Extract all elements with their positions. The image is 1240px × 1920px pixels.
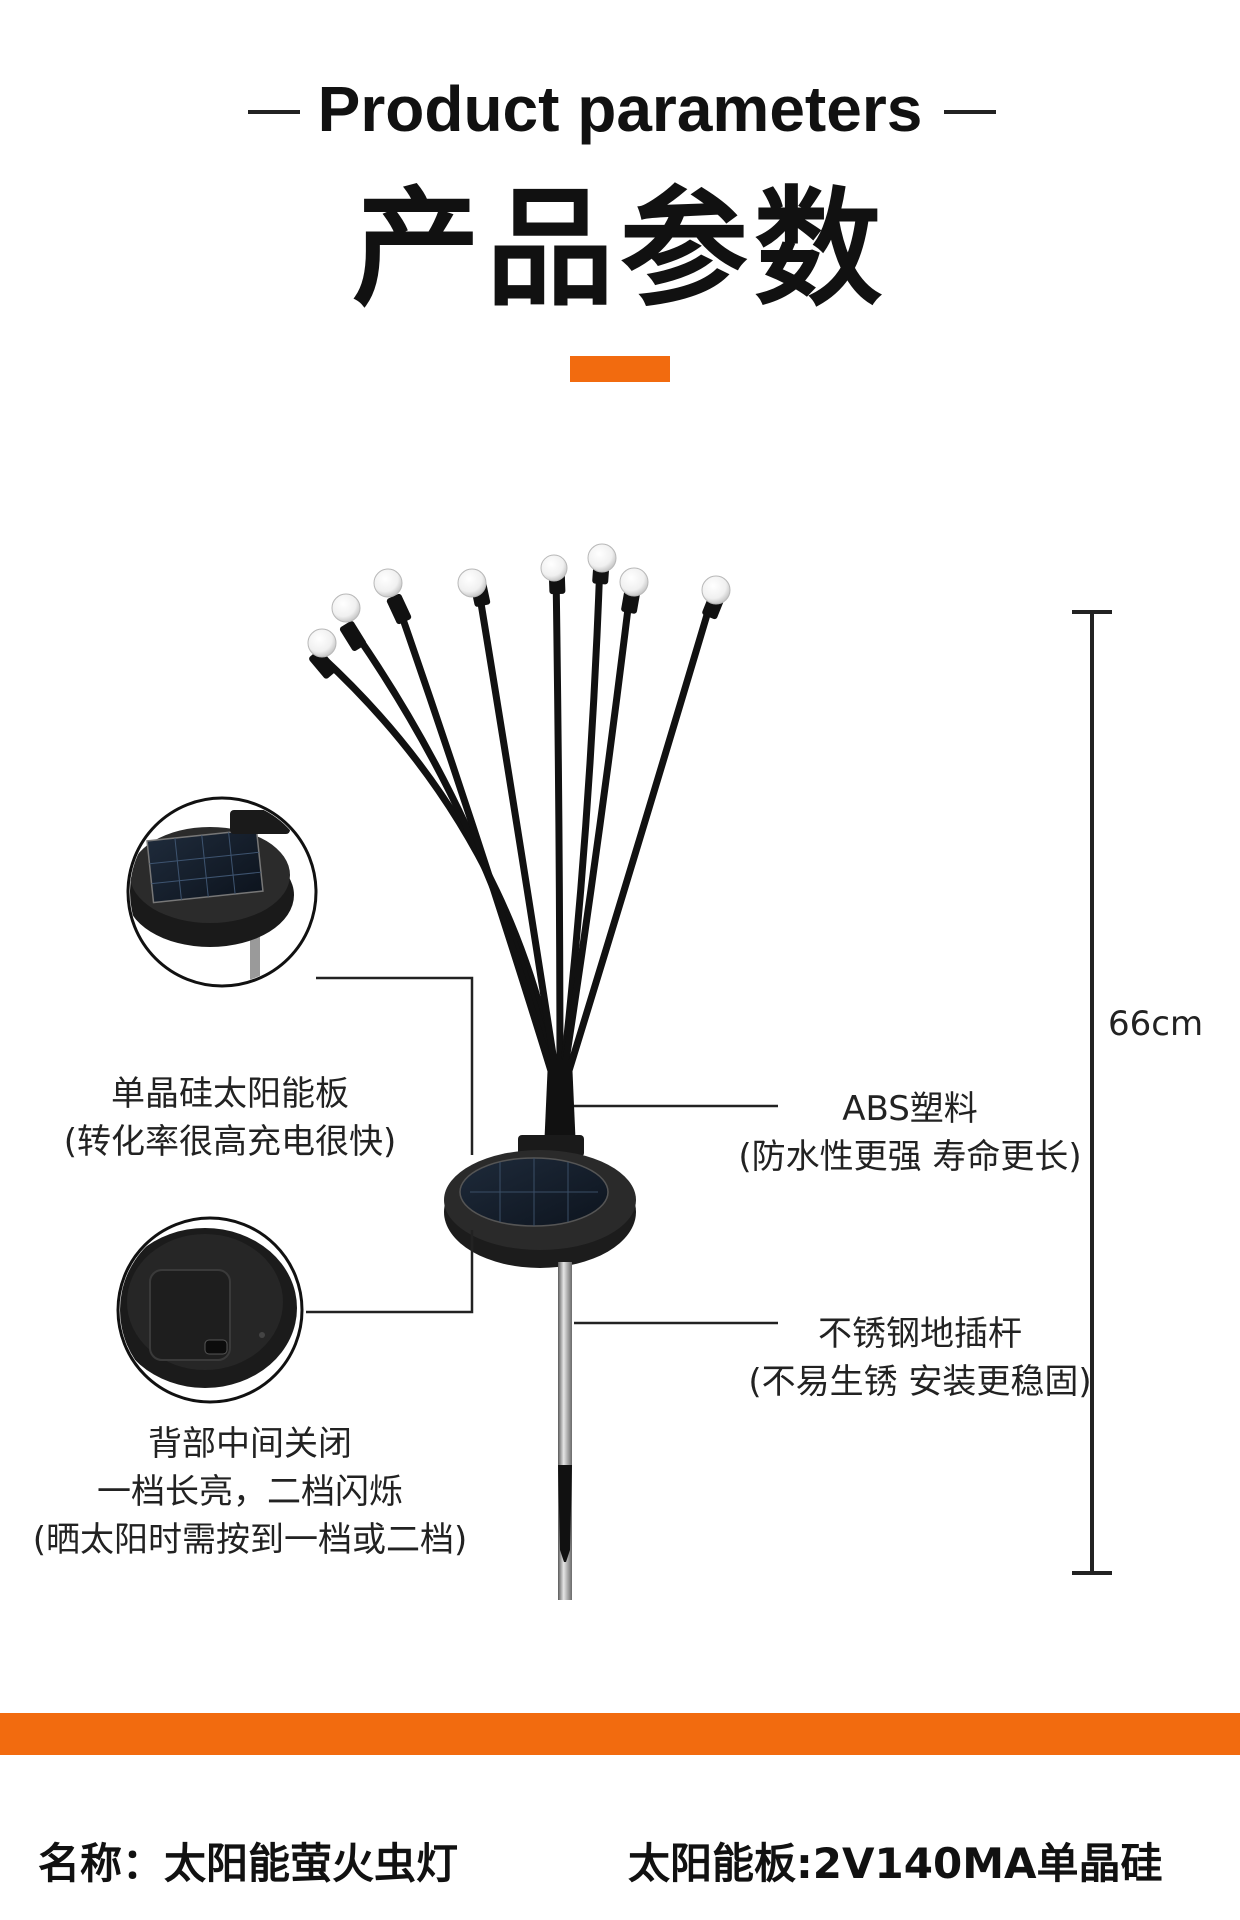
height-label: 66cm xyxy=(1108,1004,1204,1044)
height-dimension xyxy=(1072,610,1112,1575)
spec-product-name: 名称：太阳能萤火虫灯 xyxy=(38,1839,459,1888)
callout-rod-line1: 不锈钢地插杆 xyxy=(818,1314,1022,1354)
callout-switch: 背部中间关闭 一档长亮，二档闪烁 (晒太阳时需按到一档或二档) xyxy=(10,1420,490,1564)
callout-rod-line2: (不易生锈 安装更稳固) xyxy=(748,1362,1092,1402)
inset-solar-panel xyxy=(126,796,318,988)
title-dash-left xyxy=(248,110,300,114)
bulbs xyxy=(307,543,731,658)
callout-abs: ABS塑料 (防水性更强 寿命更长) xyxy=(700,1085,1120,1181)
spec-solar-panel: 太阳能板:2V140MA单晶硅 xyxy=(628,1839,1163,1888)
callout-switch-line1: 背部中间关闭 xyxy=(148,1424,352,1464)
product-illustration xyxy=(116,543,1112,1600)
orange-divider-band xyxy=(0,1713,1240,1755)
title-dash-right xyxy=(944,110,996,114)
stems xyxy=(318,558,716,1104)
callout-solar-panel-line1: 单晶硅太阳能板 xyxy=(111,1074,349,1114)
callout-abs-line1: ABS塑料 xyxy=(842,1089,978,1129)
callout-solar-panel: 单晶硅太阳能板 (转化率很高充电很快) xyxy=(40,1070,420,1166)
stem-collar xyxy=(544,1060,576,1150)
callout-rod: 不锈钢地插杆 (不易生锈 安装更稳固) xyxy=(710,1310,1130,1406)
header-section: Product parameters 产品参数 xyxy=(0,0,1240,400)
callout-switch-line2: 一档长亮，二档闪烁 xyxy=(97,1472,403,1512)
leader-lines xyxy=(306,976,778,1325)
title-accent-bar xyxy=(570,356,670,382)
spec-row: 名称：太阳能萤火虫灯 太阳能板:2V140MA单晶硅 xyxy=(0,1820,1240,1900)
callout-switch-line3: (晒太阳时需按到一档或二档) xyxy=(32,1520,468,1560)
title-english: Product parameters xyxy=(317,73,923,145)
callout-abs-line2: (防水性更强 寿命更长) xyxy=(738,1137,1082,1177)
stake-tip xyxy=(558,1465,572,1562)
solar-housing xyxy=(444,1135,636,1268)
inset-back-switch xyxy=(116,1216,304,1404)
callout-solar-panel-line2: (转化率很高充电很快) xyxy=(63,1122,397,1162)
product-diagram: 单晶硅太阳能板 (转化率很高充电很快) ABS塑料 (防水性更强 寿命更长) 不… xyxy=(0,540,1240,1600)
title-chinese: 产品参数 xyxy=(351,175,888,324)
